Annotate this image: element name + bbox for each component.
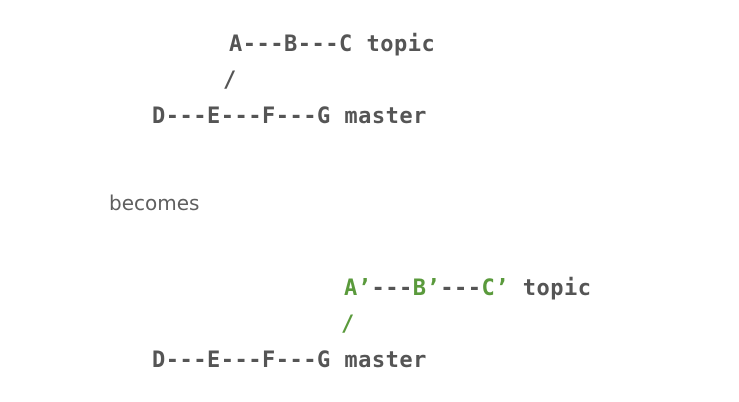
- after-commit-c-prime: C’: [481, 276, 509, 301]
- before-master-branch-row: D---E---F---G master: [152, 104, 427, 129]
- after-topic-branch-row: A’---B’---C’ topic: [344, 276, 591, 302]
- before-commit-a: A: [229, 32, 243, 57]
- transition-caption: becomes: [109, 191, 200, 215]
- after-edge-a-b: ---: [371, 276, 413, 301]
- after-topic-label: topic: [509, 276, 592, 301]
- after-commit-a-prime: A’: [344, 276, 372, 301]
- after-branch-connector: /: [341, 312, 355, 337]
- before-edge-b-c: ---: [297, 32, 339, 57]
- before-edge-a-b: ---: [242, 32, 284, 57]
- after-edge-b-c: ---: [440, 276, 482, 301]
- before-topic-branch-row: A---B---C topic: [229, 32, 435, 58]
- after-master-branch-row: D---E---F---G master: [152, 348, 427, 373]
- before-branch-connector: /: [223, 68, 237, 93]
- before-topic-label: topic: [352, 32, 436, 57]
- before-commit-c: C: [339, 32, 353, 57]
- after-commit-b-prime: B’: [412, 276, 441, 301]
- before-commit-b: B: [284, 32, 298, 57]
